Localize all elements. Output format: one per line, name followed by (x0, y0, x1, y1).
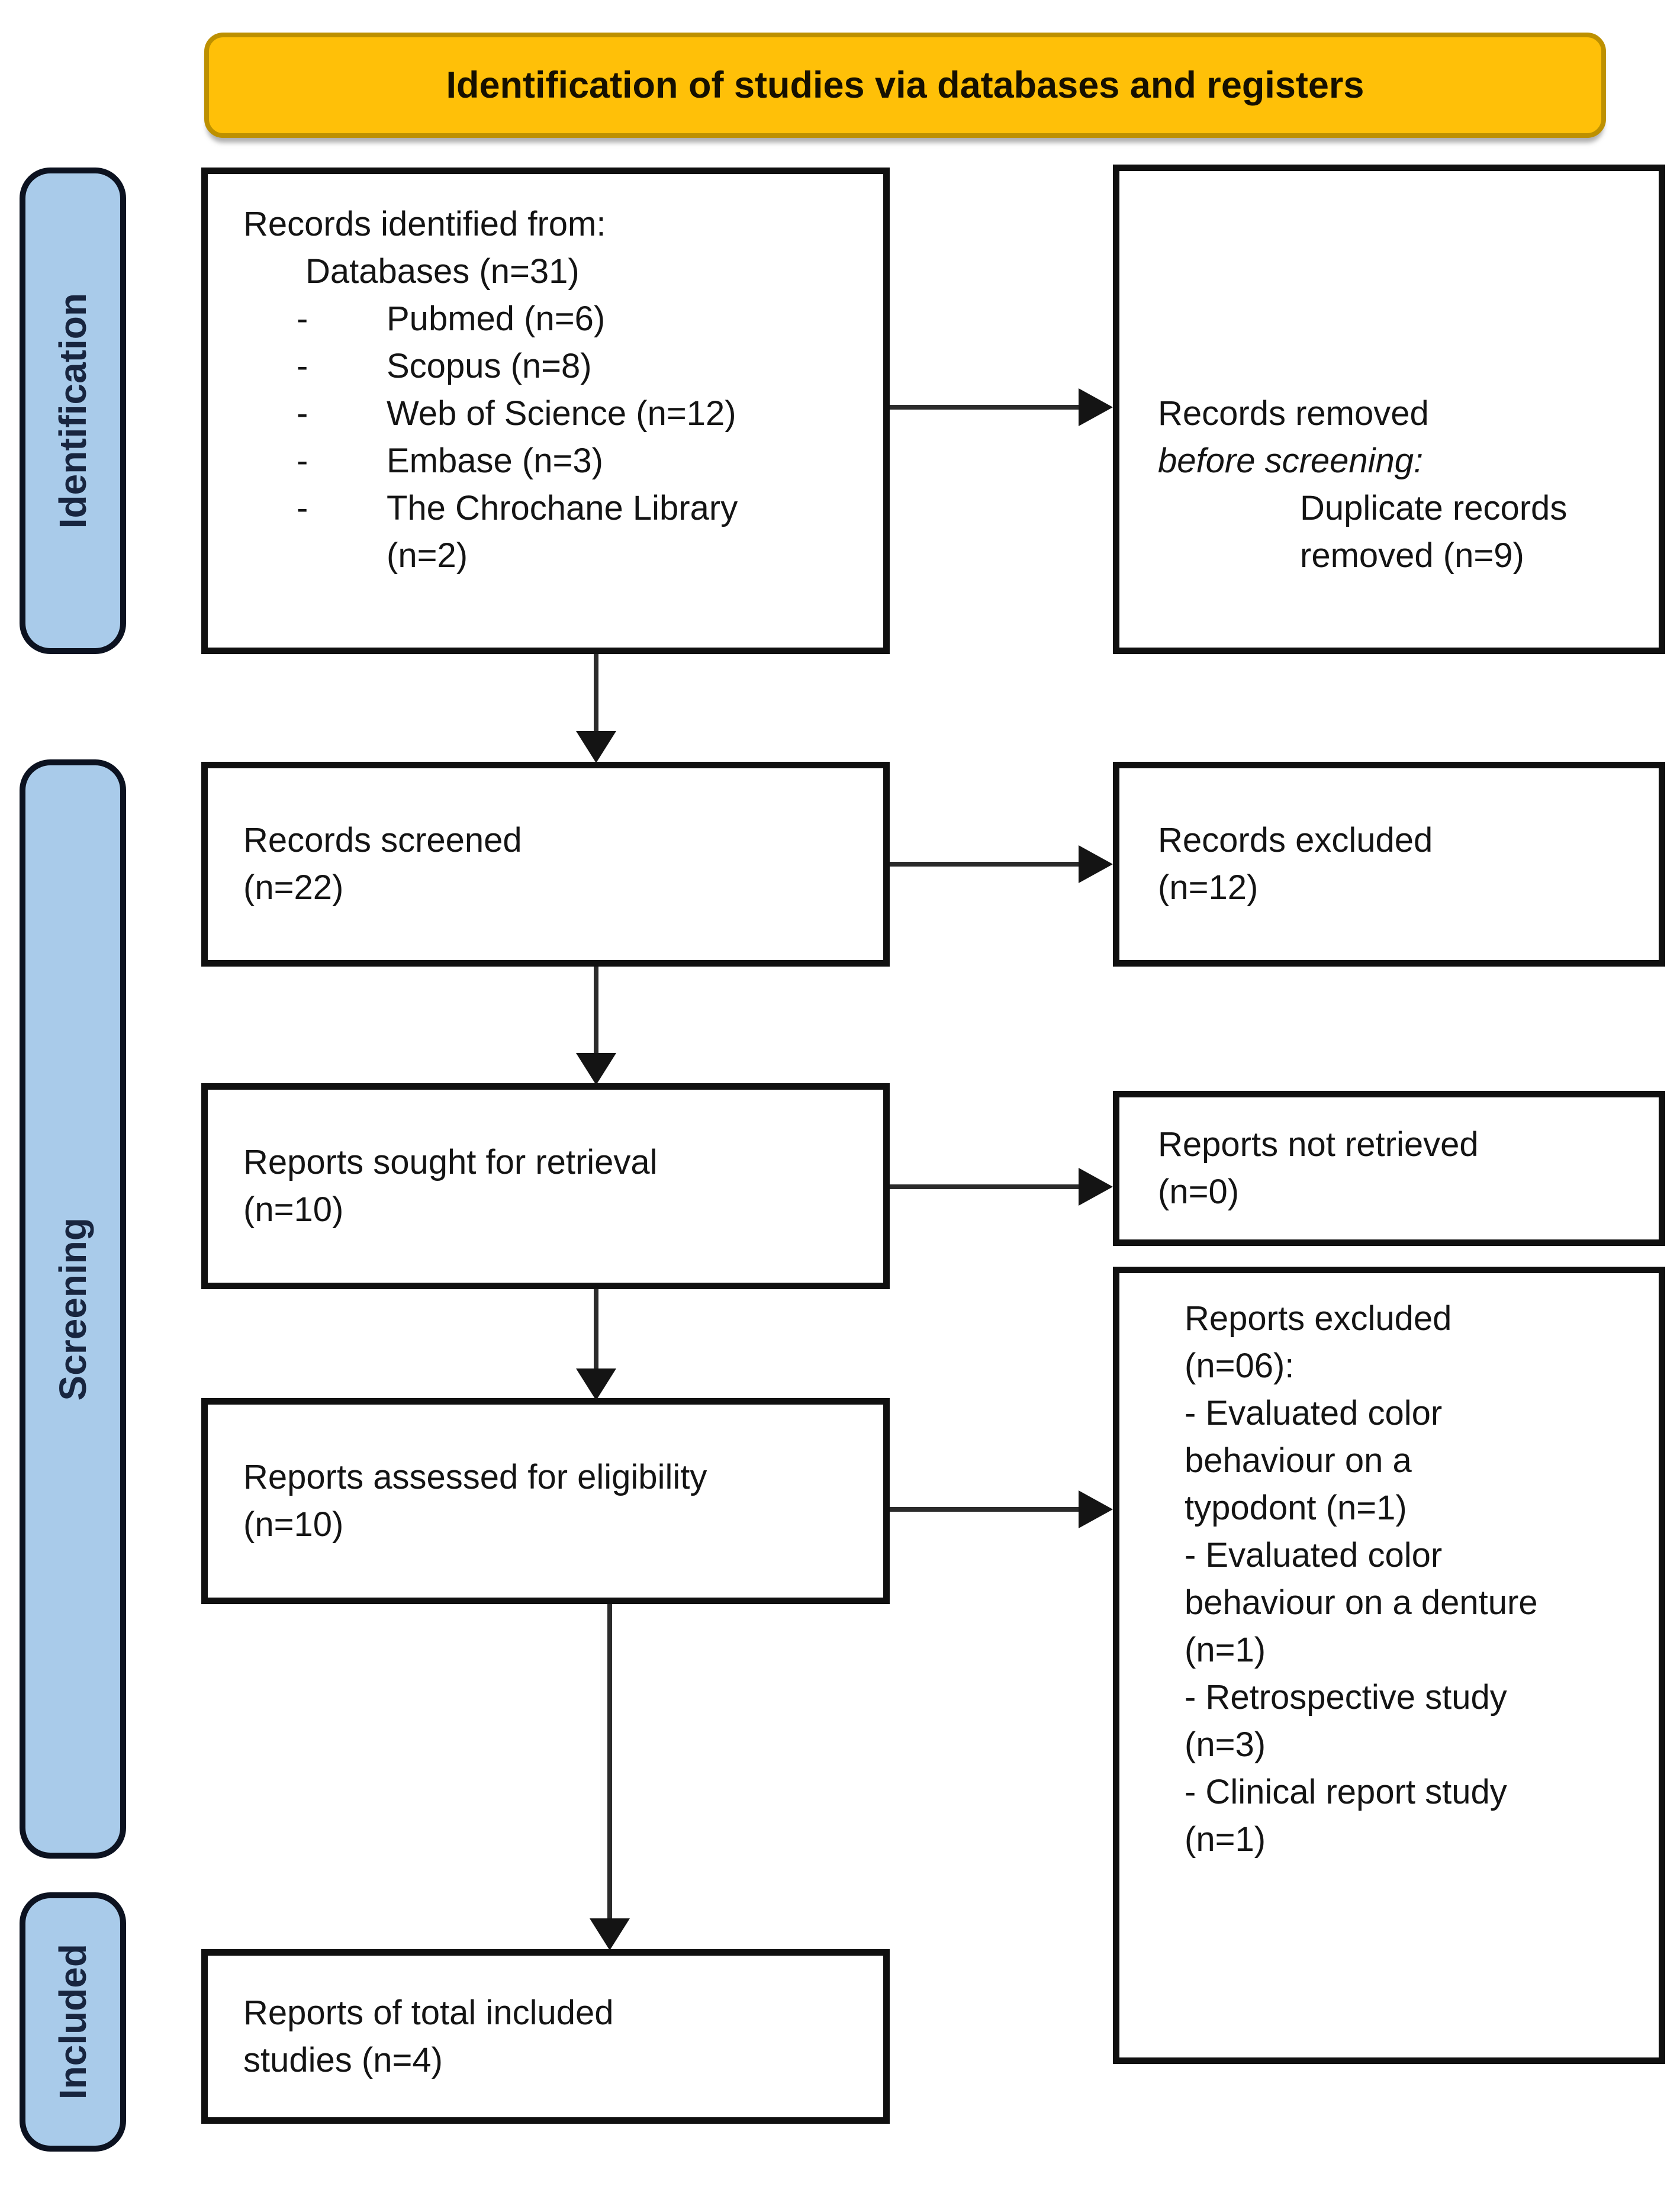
list-item: - Web of Science (n=12) (243, 390, 868, 437)
arrow-head-icon (590, 1918, 630, 1950)
list-item: - Pubmed (n=6) (243, 295, 868, 343)
reports-excluded-line: Reports excluded (1185, 1299, 1452, 1338)
arrow-line-screened-to-sought (594, 967, 598, 1054)
records-screened-count: (n=22) (243, 868, 344, 907)
records-identified-subheading: Databases (n=31) (305, 252, 580, 291)
reports-excluded-line: - Retrospective study (1185, 1678, 1507, 1717)
stage-label-identification-text: Identification (52, 292, 94, 529)
list-item: - The Chrochane Library (n=2) (243, 485, 868, 579)
arrow-line-sought-to-not-retrieved (890, 1184, 1080, 1189)
box-reports-sought: Reports sought for retrieval (n=10) (201, 1083, 890, 1289)
arrow-head-icon (1079, 1168, 1113, 1206)
bullet-dash: - (297, 347, 308, 385)
records-removed-line: before screening: (1158, 442, 1424, 480)
arrow-line-screened-to-excluded (890, 862, 1080, 867)
arrow-head-icon (576, 1368, 616, 1400)
arrow-head-icon (1079, 845, 1113, 883)
reports-excluded-line: behaviour on a denture (1185, 1583, 1538, 1622)
box-records-removed: Records removed before screening: Duplic… (1113, 165, 1665, 654)
bullet-text: Embase (n=3) (387, 442, 603, 480)
reports-excluded-line: (n=3) (1185, 1725, 1266, 1764)
included-studies-line: Reports of total included (243, 1993, 614, 2032)
records-removed-line: Records removed (1158, 394, 1429, 433)
bullet-dash: - (297, 442, 308, 480)
reports-excluded-line: - Evaluated color (1185, 1394, 1443, 1432)
box-reports-not-retrieved: Reports not retrieved (n=0) (1113, 1091, 1665, 1246)
reports-excluded-line: behaviour on a (1185, 1441, 1412, 1480)
stage-label-identification: Identification (20, 168, 126, 654)
reports-excluded-line: typodont (n=1) (1185, 1489, 1407, 1527)
arrow-head-icon (1079, 1490, 1113, 1528)
bullet-dash: - (297, 300, 308, 338)
box-records-screened: Records screened (n=22) (201, 762, 890, 967)
title-banner: Identification of studies via databases … (204, 33, 1606, 138)
reports-sought-line: Reports sought for retrieval (243, 1143, 658, 1181)
reports-excluded-line: - Evaluated color (1185, 1536, 1443, 1574)
box-reports-excluded-reasons: Reports excluded (n=06): - Evaluated col… (1113, 1267, 1665, 2064)
title-banner-text: Identification of studies via databases … (446, 65, 1364, 106)
box-records-identified: Records identified from: Databases (n=31… (201, 168, 890, 654)
stage-label-screening: Screening (20, 759, 126, 1859)
bullet-text: Scopus (n=8) (387, 347, 592, 385)
records-identified-intro: Records identified from: (243, 205, 606, 243)
arrow-line-identified-to-screened (594, 654, 598, 735)
box-included-studies: Reports of total included studies (n=4) (201, 1949, 890, 2124)
arrow-head-icon (576, 1053, 616, 1085)
records-excluded-line: Records excluded (1158, 821, 1433, 859)
list-item: - Scopus (n=8) (243, 343, 868, 390)
reports-excluded-line: (n=1) (1185, 1820, 1266, 1859)
reports-not-retrieved-count: (n=0) (1158, 1173, 1240, 1211)
arrow-line-identified-to-removed (890, 405, 1080, 410)
stage-label-included-text: Included (52, 1944, 94, 2100)
reports-assessed-count: (n=10) (243, 1505, 344, 1544)
arrow-line-sought-to-assessed (594, 1289, 598, 1370)
stage-label-included: Included (20, 1892, 126, 2152)
arrow-head-icon (576, 731, 616, 763)
records-removed-line: removed (n=9) (1300, 536, 1524, 575)
bullet-text: Web of Science (n=12) (387, 394, 736, 433)
reports-assessed-line: Reports assessed for eligibility (243, 1458, 707, 1496)
bullet-text: Pubmed (n=6) (387, 300, 606, 338)
records-screened-line: Records screened (243, 821, 522, 859)
arrow-line-assessed-to-included (607, 1604, 612, 1920)
records-excluded-count: (n=12) (1158, 868, 1259, 907)
bullet-dash: - (297, 489, 308, 527)
list-item: - Embase (n=3) (243, 437, 868, 485)
reports-excluded-line: (n=06): (1185, 1347, 1295, 1385)
box-records-excluded: Records excluded (n=12) (1113, 762, 1665, 967)
reports-excluded-line: (n=1) (1185, 1631, 1266, 1669)
records-removed-line: Duplicate records (1300, 489, 1568, 527)
reports-excluded-line: - Clinical report study (1185, 1773, 1507, 1811)
included-studies-count: studies (n=4) (243, 2040, 443, 2079)
reports-sought-count: (n=10) (243, 1190, 344, 1229)
bullet-text: The Chrochane Library (n=2) (387, 489, 738, 575)
arrow-line-assessed-to-excluded-reasons (890, 1507, 1080, 1512)
stage-label-screening-text: Screening (52, 1217, 94, 1401)
arrow-head-icon (1079, 388, 1113, 426)
reports-not-retrieved-line: Reports not retrieved (1158, 1125, 1479, 1164)
box-reports-assessed: Reports assessed for eligibility (n=10) (201, 1398, 890, 1604)
bullet-dash: - (297, 394, 308, 433)
